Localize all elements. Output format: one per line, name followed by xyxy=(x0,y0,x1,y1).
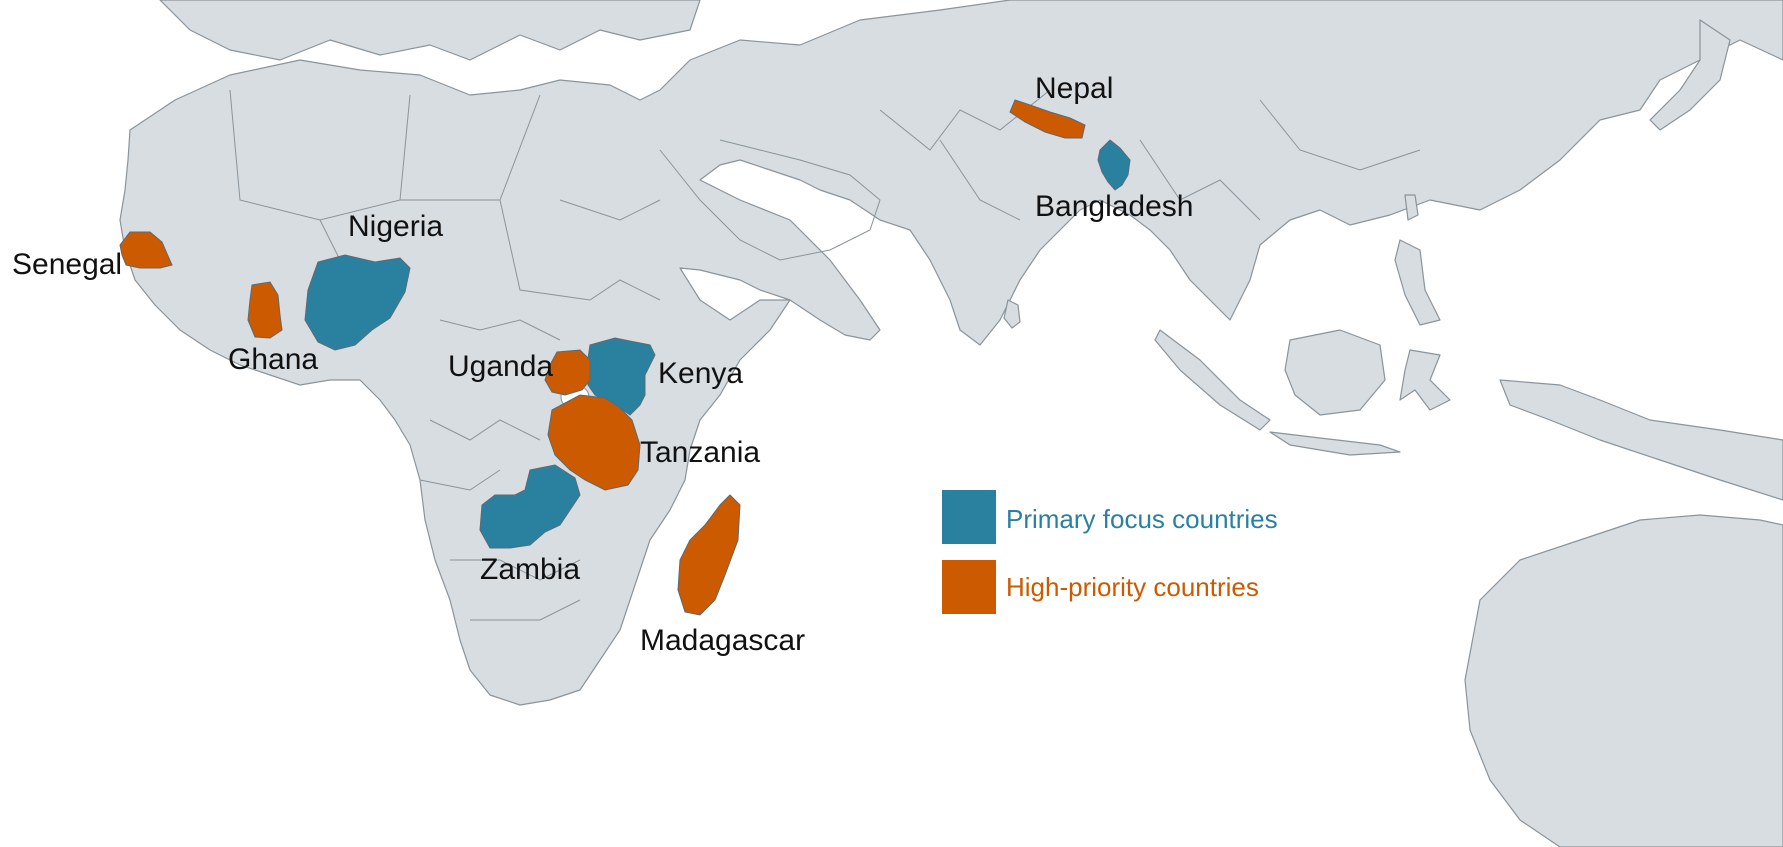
label-bangladesh: Bangladesh xyxy=(1035,190,1194,223)
label-nigeria: Nigeria xyxy=(348,210,444,243)
sumatra xyxy=(1154,329,1271,431)
legend-swatch-priority xyxy=(942,560,996,614)
uganda-shape xyxy=(544,349,591,396)
new-guinea xyxy=(1499,379,1783,501)
label-uganda: Uganda xyxy=(448,350,554,383)
legend-swatch-primary xyxy=(942,490,996,544)
japan xyxy=(1649,19,1731,131)
zambia-shape xyxy=(479,464,581,549)
label-zambia: Zambia xyxy=(480,553,581,586)
bangladesh-shape xyxy=(1097,139,1131,191)
nigeria-shape xyxy=(304,254,411,351)
label-madagascar: Madagascar xyxy=(640,624,806,657)
africa-borders xyxy=(229,89,1421,621)
legend-label-primary: Primary focus countries xyxy=(1006,504,1278,534)
legend-label-priority: High-priority countries xyxy=(1006,572,1259,602)
arabia-outline xyxy=(659,139,881,261)
java xyxy=(1269,431,1401,456)
ghana-shape xyxy=(247,281,283,339)
tanzania-shape xyxy=(547,394,641,491)
sulawesi xyxy=(1399,349,1451,411)
sri-lanka xyxy=(1003,299,1021,329)
label-senegal: Senegal xyxy=(12,248,123,281)
australia xyxy=(1464,514,1783,847)
borneo xyxy=(1284,329,1386,416)
label-kenya: Kenya xyxy=(658,357,744,390)
madagascar-shape xyxy=(677,494,741,616)
philippines xyxy=(1394,239,1441,326)
senegal-shape xyxy=(119,231,173,269)
kenya-shape xyxy=(586,337,656,416)
label-ghana: Ghana xyxy=(228,343,319,376)
europe-landmass xyxy=(159,0,701,61)
label-tanzania: Tanzania xyxy=(640,436,761,469)
label-nepal: Nepal xyxy=(1035,72,1114,105)
nepal-shape xyxy=(1009,99,1086,139)
taiwan xyxy=(1404,194,1419,221)
